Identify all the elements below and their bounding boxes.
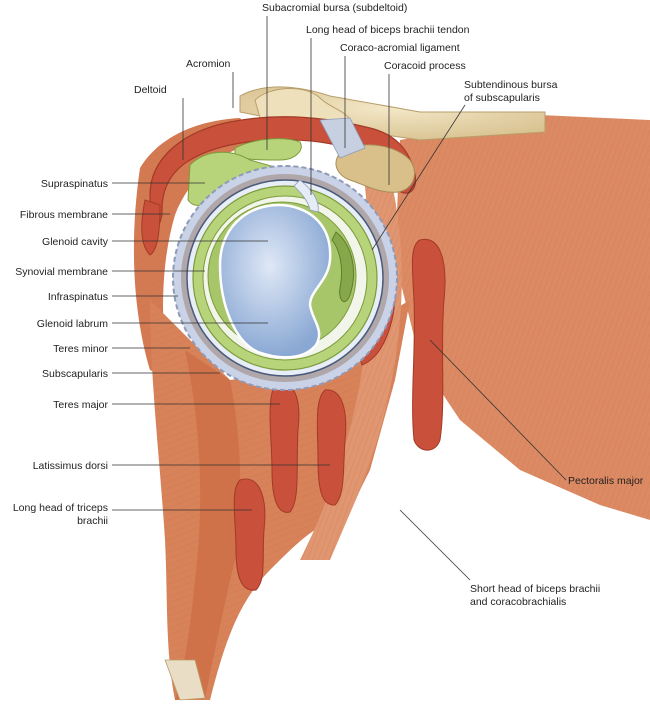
lat-bursa-strip-2 xyxy=(316,389,347,506)
pectoralis-fibers xyxy=(395,115,650,520)
label-glenoid-labrum: Glenoid labrum xyxy=(37,318,108,330)
triceps-bursa-strip xyxy=(233,478,266,591)
pectoral-bursa-strip xyxy=(411,238,446,451)
label-pectoralis-major: Pectoralis major xyxy=(568,475,644,487)
label-deltoid: Deltoid xyxy=(134,84,167,96)
coracoid-process-bone xyxy=(335,144,415,193)
label-short-head-line1: Short head of biceps brachii xyxy=(470,583,600,595)
lat-bursa-strip-1 xyxy=(269,383,300,513)
biceps-tendon-in-joint xyxy=(293,179,319,213)
label-teres-major: Teres major xyxy=(53,399,108,411)
label-acromion: Acromion xyxy=(186,58,231,70)
labels: Subacromial bursa (subdeltoid) Long head… xyxy=(13,2,644,608)
label-coraco-acromial-ligament: Coraco-acromial ligament xyxy=(340,42,460,54)
label-coracoid-process: Coracoid process xyxy=(384,60,466,72)
label-supraspinatus: Supraspinatus xyxy=(41,178,108,190)
subacromial-bursa-green xyxy=(234,138,302,161)
labrum-crescent xyxy=(331,231,354,303)
triceps-long-head-muscle xyxy=(175,350,241,700)
label-fibrous-membrane: Fibrous membrane xyxy=(20,209,108,221)
tendon-tip xyxy=(164,659,206,701)
coraco-acromial-ligament xyxy=(319,117,366,159)
label-triceps-line1: Long head of triceps xyxy=(13,502,108,514)
label-long-head-biceps-tendon: Long head of biceps brachii tendon xyxy=(306,24,470,36)
label-synovial-membrane: Synovial membrane xyxy=(15,266,108,278)
label-subacromial-bursa: Subacromial bursa (subdeltoid) xyxy=(262,2,407,14)
label-short-head-line2: and coracobrachialis xyxy=(470,596,566,608)
glenoid-cavity xyxy=(218,203,332,359)
label-teres-minor: Teres minor xyxy=(53,343,108,355)
label-triceps-line2: brachii xyxy=(77,515,108,527)
label-infraspinatus: Infraspinatus xyxy=(48,291,108,303)
label-glenoid-cavity: Glenoid cavity xyxy=(42,236,109,248)
label-subtendinous-bursa-line2: of subscapularis xyxy=(464,92,540,104)
label-subtendinous-bursa-line1: Subtendinous bursa xyxy=(464,79,558,91)
label-subscapularis: Subscapularis xyxy=(42,368,108,380)
label-latissimus-dorsi: Latissimus dorsi xyxy=(33,460,108,472)
leader-lines xyxy=(112,16,567,581)
